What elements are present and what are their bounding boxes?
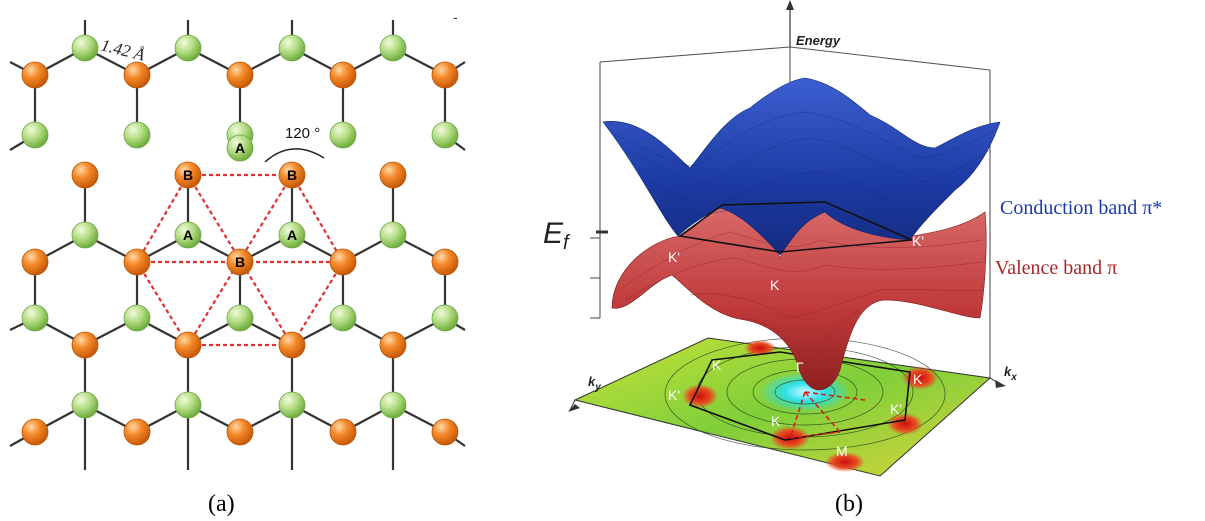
atom-b bbox=[278, 161, 306, 189]
label-k-3: K bbox=[913, 371, 923, 387]
atom-b bbox=[123, 248, 151, 276]
atom-a bbox=[71, 391, 99, 419]
atom-b bbox=[329, 61, 357, 89]
atom-a bbox=[123, 121, 151, 149]
label-k-prime-2: K' bbox=[912, 233, 924, 249]
atom-b bbox=[21, 418, 49, 446]
atom-label-b: B bbox=[287, 167, 297, 183]
highlight-line bbox=[136, 174, 189, 263]
atom-a bbox=[21, 304, 49, 332]
svg-text:120 °: 120 ° bbox=[285, 125, 320, 142]
atom-b bbox=[123, 61, 151, 89]
atom-a bbox=[123, 304, 151, 332]
label-k-prime-4: K' bbox=[890, 401, 902, 417]
atom-a bbox=[329, 304, 357, 332]
atom-a bbox=[278, 221, 306, 249]
ky-k: k bbox=[588, 374, 596, 389]
highlight-line bbox=[291, 261, 344, 346]
conduction-band-label: Conduction band π* bbox=[1000, 197, 1162, 219]
energy-axis: Energy bbox=[786, 0, 841, 48]
atom-b bbox=[71, 331, 99, 359]
atom-a bbox=[226, 134, 254, 162]
highlight-line bbox=[136, 261, 189, 346]
atom-b bbox=[278, 331, 306, 359]
caption-b: (b) bbox=[835, 491, 863, 517]
atom-b bbox=[21, 248, 49, 276]
atom-a bbox=[21, 121, 49, 149]
label-k-prime-3: K' bbox=[668, 387, 680, 403]
atom-a bbox=[278, 34, 306, 62]
atom-b bbox=[226, 418, 254, 446]
atom-label-b: B bbox=[235, 254, 245, 270]
atom-b bbox=[71, 161, 99, 189]
atom-a bbox=[379, 391, 407, 419]
bond-length-label: 1.42 Å bbox=[99, 35, 147, 64]
panel-a-graphene-lattice: A B B A A B 1.42 Å 120 ° - bbox=[9, 9, 466, 470]
panel-b-band-structure: Energy Ef bbox=[543, 0, 1162, 477]
fermi-hexagon bbox=[677, 201, 913, 253]
atom-a bbox=[431, 304, 459, 332]
atom-b bbox=[379, 331, 407, 359]
atom-a bbox=[226, 304, 254, 332]
atom-a bbox=[174, 221, 202, 249]
kx-k: k bbox=[1004, 364, 1012, 379]
highlight-line bbox=[291, 174, 344, 263]
atom-b bbox=[21, 61, 49, 89]
caption-a: (a) bbox=[208, 491, 235, 517]
svg-text:Energy: Energy bbox=[796, 33, 841, 48]
atom-b bbox=[174, 331, 202, 359]
atom-label-a: A bbox=[235, 140, 245, 156]
atom-label-a: A bbox=[183, 227, 193, 243]
kx-sub: x bbox=[1010, 372, 1017, 383]
valence-band-surface bbox=[611, 205, 987, 391]
fermi-level-marker: Ef bbox=[543, 217, 608, 254]
tick-mark: - bbox=[453, 9, 458, 25]
atom-b bbox=[431, 61, 459, 89]
brillouin-zone-contour-map bbox=[573, 337, 992, 477]
atom-b bbox=[379, 161, 407, 189]
atom-b bbox=[123, 418, 151, 446]
fermi-f: f bbox=[563, 232, 571, 254]
k-axes: ky kx bbox=[568, 364, 1017, 412]
atom-a bbox=[431, 121, 459, 149]
atom-a bbox=[379, 221, 407, 249]
atom-b bbox=[226, 248, 254, 276]
atom-a bbox=[174, 34, 202, 62]
label-k-1: K bbox=[770, 277, 780, 293]
atom-b bbox=[329, 248, 357, 276]
atom-b bbox=[174, 161, 202, 189]
valence-band-label: Valence band π bbox=[995, 257, 1117, 279]
angle-label: 120 ° bbox=[264, 125, 325, 163]
label-k-2: K bbox=[712, 357, 722, 373]
atom-a bbox=[71, 34, 99, 62]
ky-label: ky bbox=[588, 374, 601, 393]
atom-a bbox=[174, 391, 202, 419]
atom-b bbox=[431, 418, 459, 446]
atom-a bbox=[379, 34, 407, 62]
fermi-level-label: Ef bbox=[543, 217, 571, 254]
atom-label-a: A bbox=[287, 227, 297, 243]
atom-a bbox=[278, 391, 306, 419]
angle-arc bbox=[264, 148, 325, 163]
kx-label: kx bbox=[1004, 364, 1017, 383]
svg-text:1.42 Å: 1.42 Å bbox=[99, 35, 147, 64]
lattice-atoms: A B B A A B bbox=[21, 34, 459, 446]
atom-a bbox=[71, 221, 99, 249]
atom-b bbox=[329, 418, 357, 446]
label-gamma: Γ bbox=[796, 359, 804, 375]
atom-b bbox=[226, 61, 254, 89]
label-k-prime-1: K' bbox=[668, 249, 680, 265]
atom-label-b: B bbox=[183, 167, 193, 183]
label-k-4: K bbox=[771, 413, 781, 429]
ky-sub: y bbox=[594, 382, 601, 393]
atom-b bbox=[431, 248, 459, 276]
fermi-e: E bbox=[543, 217, 564, 250]
label-m: M bbox=[836, 443, 848, 459]
atom-a bbox=[329, 121, 357, 149]
conduction-band-surface bbox=[602, 77, 1001, 256]
